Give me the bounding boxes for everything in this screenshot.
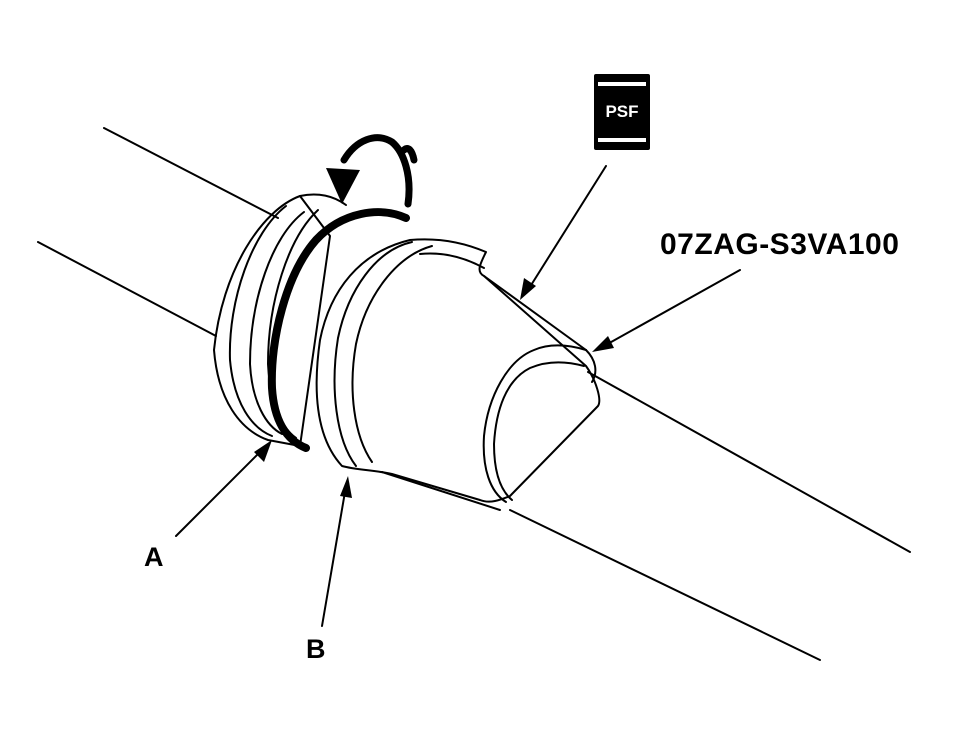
tool-leader-arrow bbox=[592, 269, 741, 352]
installer-tool bbox=[315, 238, 601, 511]
callout-a: A bbox=[144, 440, 272, 572]
psf-leader-arrow bbox=[520, 165, 607, 300]
rotation-arrow-icon bbox=[326, 134, 418, 208]
callout-a-label: A bbox=[144, 542, 164, 572]
callout-b: B bbox=[306, 476, 352, 664]
psf-fluid-container-icon: PSF bbox=[594, 74, 650, 150]
tool-part-number: 07ZAG-S3VA100 bbox=[660, 228, 899, 261]
shaft-left bbox=[37, 127, 279, 337]
oil-seal bbox=[267, 208, 410, 452]
psf-badge-label: PSF bbox=[605, 102, 638, 121]
callout-b-label: B bbox=[306, 634, 326, 664]
shaft-right bbox=[509, 371, 911, 661]
seal-housing bbox=[213, 193, 347, 447]
